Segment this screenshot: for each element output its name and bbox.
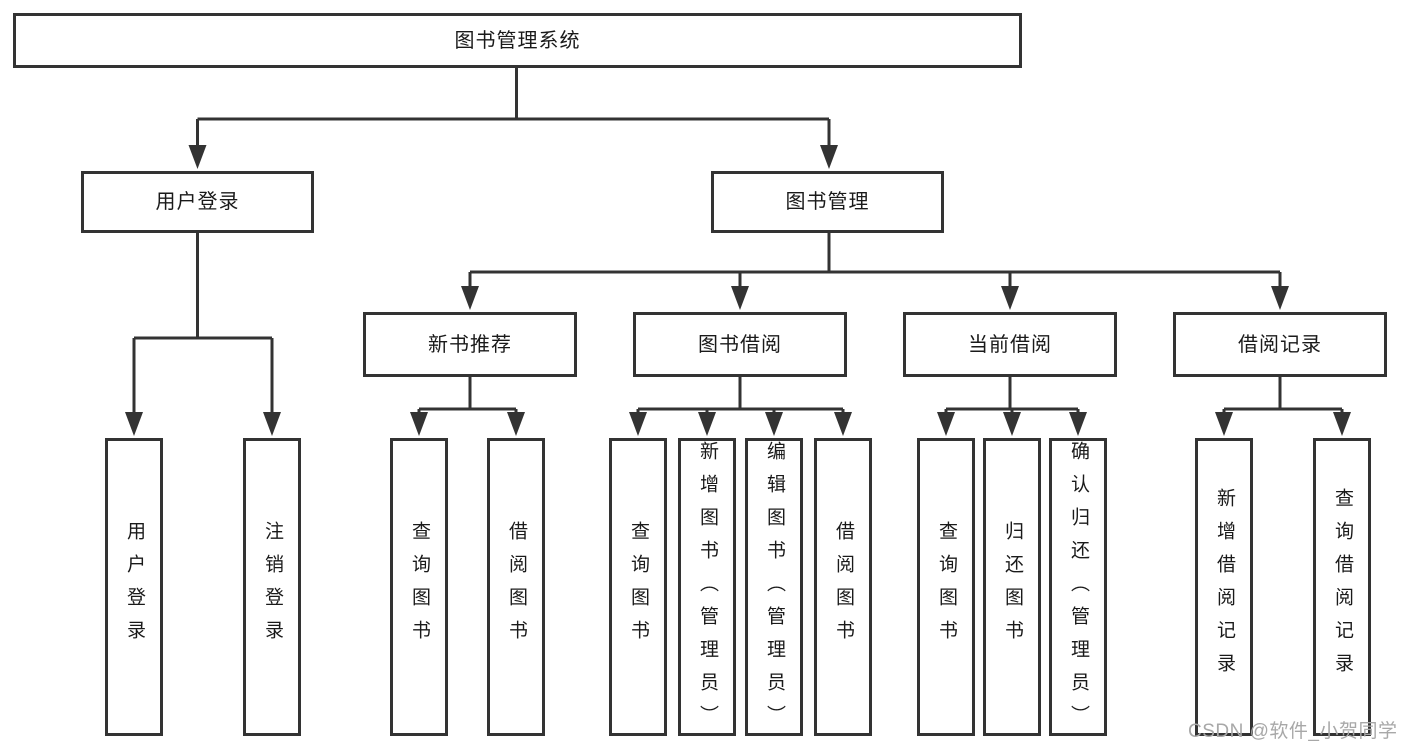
- leaf-newbooks-borrow-label: 借阅图书: [506, 521, 527, 653]
- node-new-books-label: 新书推荐: [428, 333, 512, 356]
- node-borrowing-label: 图书借阅: [698, 333, 782, 356]
- leaf-records-query: 查询借阅记录: [1313, 438, 1371, 736]
- leaf-borrowing-borrow: 借阅图书: [814, 438, 872, 736]
- node-current-borrow: 当前借阅: [903, 312, 1117, 377]
- leaf-borrowing-add-admin-label: 新增图书（管理员）: [697, 441, 718, 738]
- node-new-books: 新书推荐: [363, 312, 577, 377]
- node-root-label: 图书管理系统: [454, 29, 581, 52]
- node-user-login-label: 用户登录: [155, 191, 240, 213]
- leaf-newbooks-query-label: 查询图书: [409, 521, 430, 653]
- leaf-logout-label: 注销登录: [262, 521, 283, 653]
- node-book-mgmt: 图书管理: [711, 171, 944, 233]
- leaf-newbooks-borrow: 借阅图书: [487, 438, 545, 736]
- leaf-current-return: 归还图书: [983, 438, 1041, 736]
- node-borrow-records-label: 借阅记录: [1238, 333, 1322, 356]
- leaf-user-login-label: 用户登录: [124, 521, 145, 653]
- node-user-login: 用户登录: [81, 171, 314, 233]
- node-book-mgmt-label: 图书管理: [785, 191, 870, 213]
- leaf-records-add: 新增借阅记录: [1195, 438, 1253, 736]
- leaf-records-add-label: 新增借阅记录: [1214, 488, 1235, 686]
- node-borrow-records: 借阅记录: [1173, 312, 1387, 377]
- leaf-borrowing-edit-admin-label: 编辑图书（管理员）: [764, 441, 785, 738]
- arrowheads: [125, 145, 1351, 436]
- leaf-borrowing-query: 查询图书: [609, 438, 667, 736]
- leaf-current-return-label: 归还图书: [1002, 521, 1023, 653]
- leaf-current-query-label: 查询图书: [936, 521, 957, 653]
- leaf-logout: 注销登录: [243, 438, 301, 736]
- node-borrowing: 图书借阅: [633, 312, 847, 377]
- leaf-borrowing-add-admin: 新增图书（管理员）: [678, 438, 736, 738]
- leaf-newbooks-query: 查询图书: [390, 438, 448, 736]
- node-root: 图书管理系统: [13, 13, 1022, 68]
- leaf-borrowing-edit-admin: 编辑图书（管理员）: [745, 438, 803, 738]
- leaf-current-confirm-admin: 确认归还（管理员）: [1049, 438, 1107, 738]
- leaf-current-confirm-admin-label: 确认归还（管理员）: [1068, 441, 1089, 738]
- leaf-user-login: 用户登录: [105, 438, 163, 736]
- leaf-borrowing-borrow-label: 借阅图书: [833, 521, 854, 653]
- leaf-records-query-label: 查询借阅记录: [1332, 488, 1353, 686]
- leaf-borrowing-query-label: 查询图书: [628, 521, 649, 653]
- node-current-borrow-label: 当前借阅: [968, 333, 1052, 356]
- csdn-watermark: CSDN @软件_小贺同学: [1188, 721, 1398, 742]
- leaf-current-query: 查询图书: [917, 438, 975, 736]
